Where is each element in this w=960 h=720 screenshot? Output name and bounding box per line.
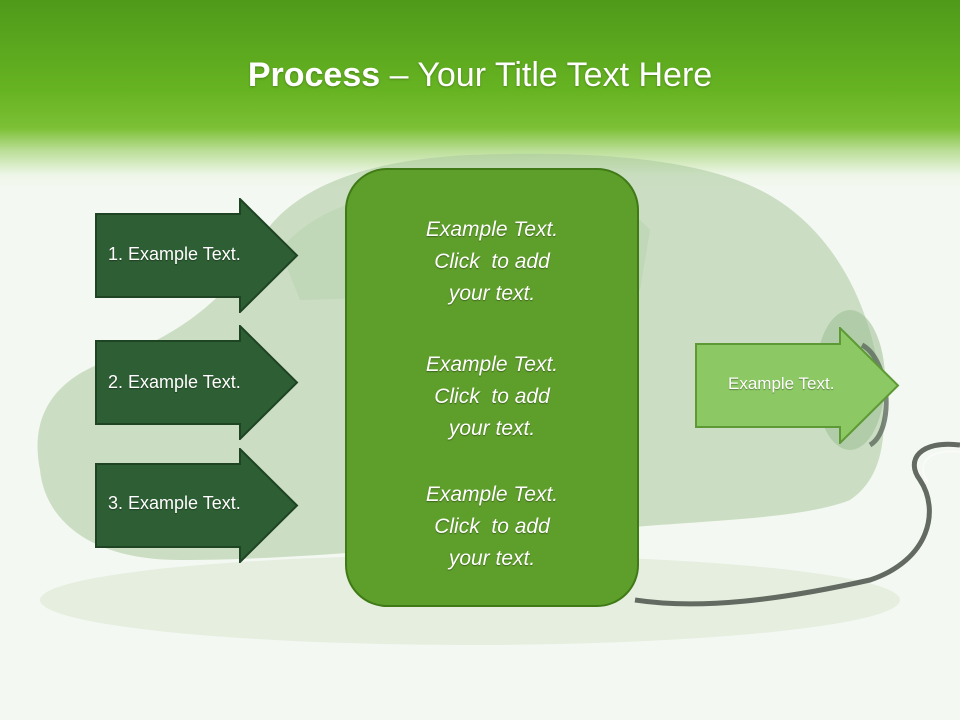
center-text-line: Click to add <box>434 385 550 408</box>
center-text-line: Example Text. <box>425 483 559 506</box>
step-arrow-1[interactable]: 1. Example Text. <box>95 196 300 315</box>
center-text-line: Click to add <box>434 250 550 273</box>
slide-title: Process – Your Title Text Here <box>0 52 960 98</box>
center-text-item-3[interactable]: Example Text. Click to add your text. <box>347 479 637 575</box>
center-text-item-1[interactable]: Example Text. Click to add your text. <box>347 214 637 310</box>
title-rest-part: – Your Title Text Here <box>380 56 713 94</box>
step-label-3: 3. Example Text. <box>108 493 241 513</box>
step-label-2: 2. Example Text. <box>108 372 241 392</box>
step-arrow-3[interactable]: 3. Example Text. <box>95 446 300 565</box>
step-label-1: 1. Example Text. <box>108 244 241 264</box>
center-text-line: your text. <box>448 282 536 305</box>
center-text-line: your text. <box>448 417 536 440</box>
arrow-right-icon <box>95 323 299 442</box>
center-text-item-2[interactable]: Example Text. Click to add your text. <box>347 349 637 445</box>
center-text-line: Click to add <box>434 515 550 538</box>
result-label: Example Text. <box>728 374 835 393</box>
arrow-right-icon <box>95 196 299 315</box>
center-text-line: your text. <box>448 547 536 570</box>
result-arrow[interactable]: Example Text. <box>695 325 900 446</box>
arrow-right-icon <box>695 325 900 446</box>
center-text-line: Example Text. <box>425 218 559 241</box>
arrow-right-icon <box>95 446 299 565</box>
center-text-line: Example Text. <box>425 353 559 376</box>
center-text-box[interactable]: Example Text. Click to add your text. Ex… <box>345 168 639 607</box>
step-arrow-2[interactable]: 2. Example Text. <box>95 323 300 442</box>
title-bold-part: Process <box>247 56 381 94</box>
